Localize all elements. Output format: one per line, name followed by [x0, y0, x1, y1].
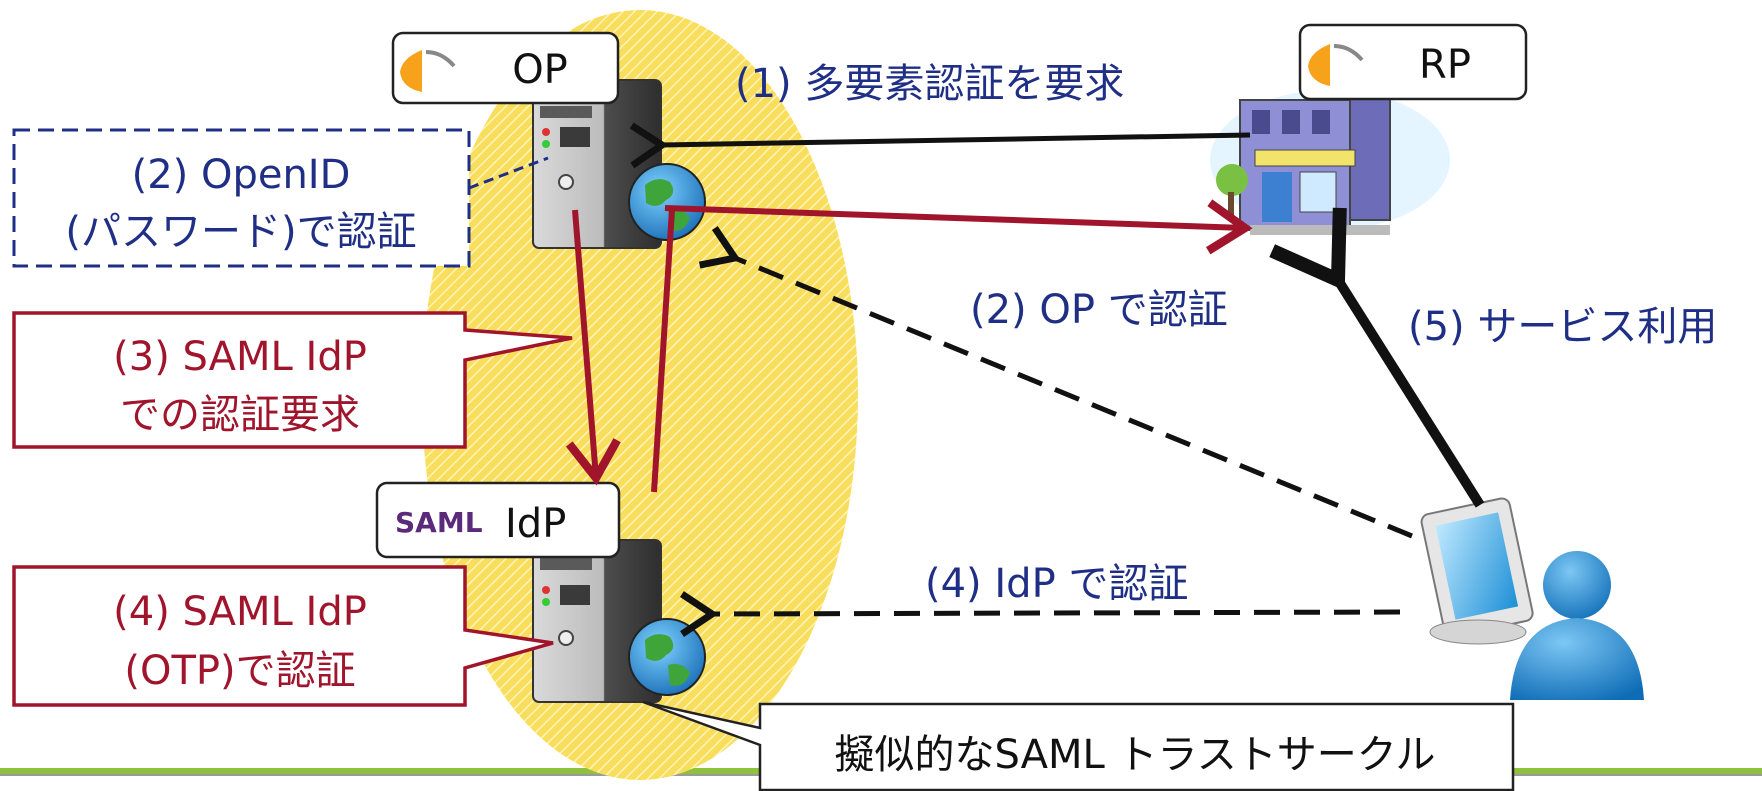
arrow-request-mfa [629, 122, 1251, 169]
rp-label-box: RP [1298, 23, 1528, 101]
label-step4-idp: (4) IdP で認証 [925, 561, 1188, 607]
label-step5: (5) サービス利用 [1408, 304, 1717, 350]
arrow-idp-to-op [651, 209, 675, 493]
callout-openid-line2: (パスワード)で認証 [65, 209, 416, 255]
arrow-user-to-rp [1269, 207, 1485, 508]
callout-openid-line1: (2) OpenID [132, 152, 351, 198]
op-label: OP [512, 47, 568, 93]
idp-label-box: SAML IdP [375, 481, 621, 559]
storefront-icon [1210, 89, 1450, 235]
computer-icon [1420, 497, 1534, 645]
saml-logo: SAML [395, 506, 483, 539]
callout-saml-request: (3) SAML IdP での認証要求 [12, 311, 573, 449]
op-globe-icon [628, 163, 706, 241]
arrow-op-to-idp [565, 209, 621, 486]
callout-saml-request-line1: (3) SAML IdP [113, 334, 367, 380]
rp-label: RP [1419, 42, 1471, 88]
callout-saml-otp-line2: (OTP)で認証 [124, 648, 355, 694]
callout-trust-circle: 擬似的なSAML トラストサークル [642, 700, 1515, 791]
user-icon [1510, 551, 1644, 700]
callout-saml-request-line2: での認証要求 [120, 392, 360, 438]
op-label-box: OP [391, 31, 620, 105]
idp-globe-icon [628, 618, 706, 696]
arrow-user-to-idp [680, 591, 1401, 637]
label-step2-op: (2) OP で認証 [970, 287, 1228, 333]
openid-logo-icon [1308, 44, 1364, 86]
openid-logo-icon [400, 50, 456, 92]
callout-trust-circle-text: 擬似的なSAML トラストサークル [834, 732, 1435, 778]
label-step1: (1) 多要素認証を要求 [735, 61, 1124, 107]
callout-openid-password: (2) OpenID (パスワード)で認証 [12, 128, 549, 268]
arrow-op-to-rp [664, 199, 1253, 255]
callout-saml-otp-line1: (4) SAML IdP [113, 589, 367, 635]
idp-label: IdP [505, 501, 566, 547]
trust-circle-ellipse [422, 10, 858, 780]
callout-saml-otp: (4) SAML IdP (OTP)で認証 [12, 565, 554, 707]
arrow-user-to-op [698, 226, 1413, 539]
